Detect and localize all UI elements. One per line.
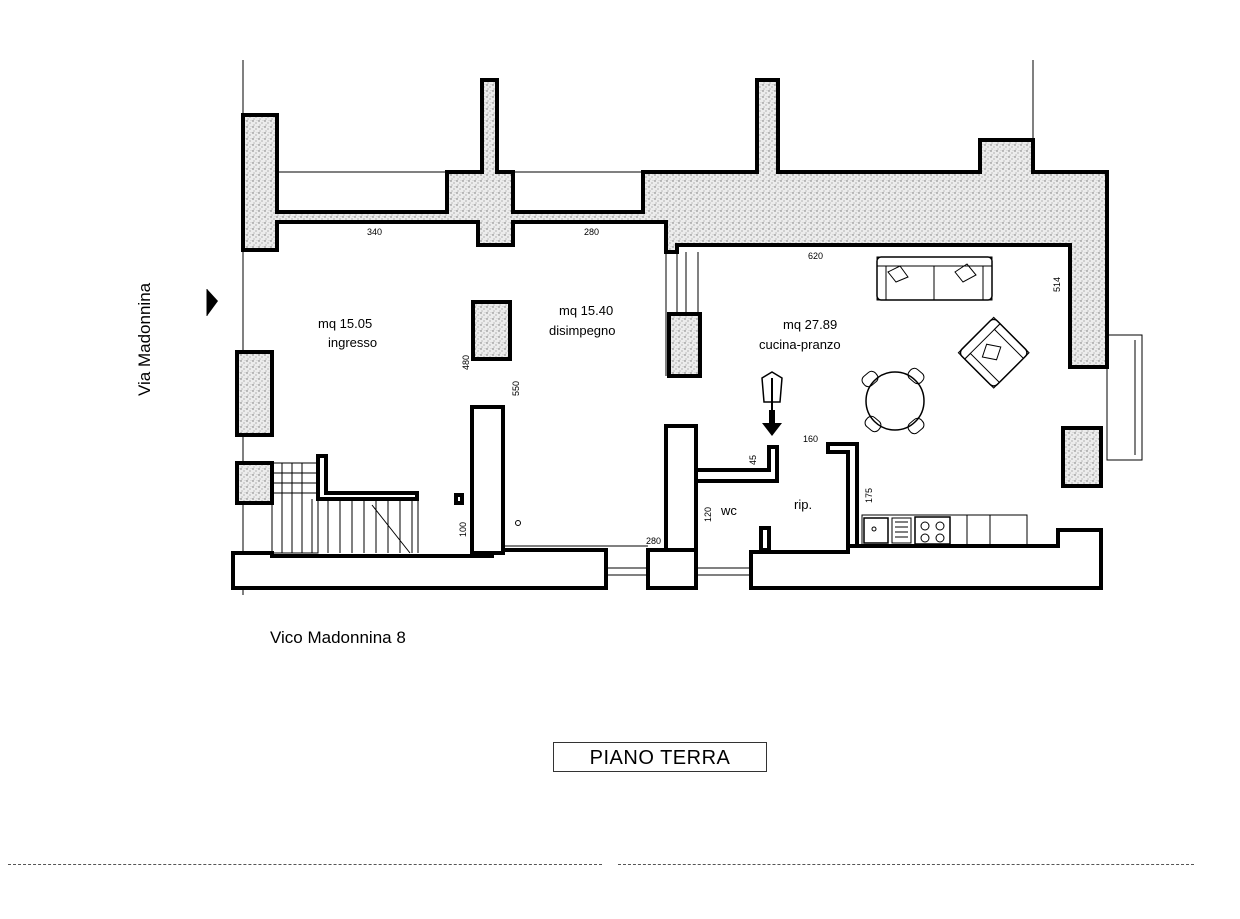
dim-120: 120: [703, 507, 713, 522]
staircase: [271, 462, 419, 554]
column-ingresso: [471, 300, 512, 361]
bottom-rule-left: [8, 864, 602, 865]
dim-280-bottom: 280: [646, 536, 661, 546]
east-window: [1106, 334, 1143, 461]
north-wall-west-pier: [241, 78, 1109, 369]
west-wall-pier-2: [235, 461, 274, 505]
armchair-icon: [957, 316, 1030, 389]
column-west-wall-cucina: [1061, 426, 1103, 488]
wall-stair-enclosure: [316, 454, 419, 501]
dim-550: 550: [511, 381, 521, 396]
wall-rip-east: [826, 442, 859, 548]
south-wall-middle: [646, 548, 698, 590]
sink-icon: [863, 517, 889, 544]
entry-marker-icon: [206, 289, 218, 316]
ingresso-name: ingresso: [328, 335, 377, 350]
street-west-label: Via Madonnina: [135, 282, 154, 396]
stair-post: [454, 493, 464, 505]
dim-620: 620: [808, 251, 823, 261]
dim-514: 514: [1052, 277, 1062, 292]
west-wall-pier-1: [235, 350, 274, 437]
drawing-title: PIANO TERRA: [553, 742, 767, 772]
column-disimpegno: [667, 312, 702, 378]
rip-name: rip.: [794, 497, 812, 512]
dim-340: 340: [367, 227, 382, 237]
dim-480: 480: [461, 355, 471, 370]
south-wall-east: [749, 528, 1103, 590]
room-labels: mq 15.05 ingresso mq 15.40 disimpegno mq…: [318, 303, 841, 518]
bottom-rule-right: [618, 864, 1194, 865]
west-wall: [235, 350, 274, 505]
cucina-name: cucina-pranzo: [759, 337, 841, 352]
ingresso-area: mq 15.05: [318, 316, 372, 331]
dimension-labels: 340 280 620 514 480 550 160 45 175 120 1…: [367, 227, 1062, 546]
wall-wc-north: [694, 445, 779, 483]
wc-name: wc: [720, 503, 737, 518]
dim-100: 100: [458, 522, 468, 537]
dim-280-top: 280: [584, 227, 599, 237]
dim-160: 160: [803, 434, 818, 444]
kitchen-counter: [861, 514, 1028, 547]
wall-wc-west: [664, 424, 698, 552]
north-wall: [241, 78, 1109, 369]
stove-icon: [914, 516, 951, 545]
pipe-marker-icon: [515, 520, 521, 526]
wall-wc-east-stub: [759, 526, 771, 552]
stair-up-arrow-icon: [761, 371, 783, 436]
south-wall-west: [231, 544, 608, 590]
street-south-label: Vico Madonnina 8: [270, 628, 406, 647]
dining-table-icon: [861, 367, 925, 435]
cucina-area: mq 27.89: [783, 317, 837, 332]
disimpegno-area: mq 15.40: [559, 303, 613, 318]
interior-walls: [316, 252, 1103, 555]
wall-ingresso-stair-divider: [470, 405, 505, 555]
dim-175: 175: [864, 488, 874, 503]
disimpegno-name: disimpegno: [549, 323, 616, 338]
door-openings: [503, 545, 751, 576]
dim-45: 45: [748, 455, 758, 465]
sofa-icon: [876, 256, 993, 301]
